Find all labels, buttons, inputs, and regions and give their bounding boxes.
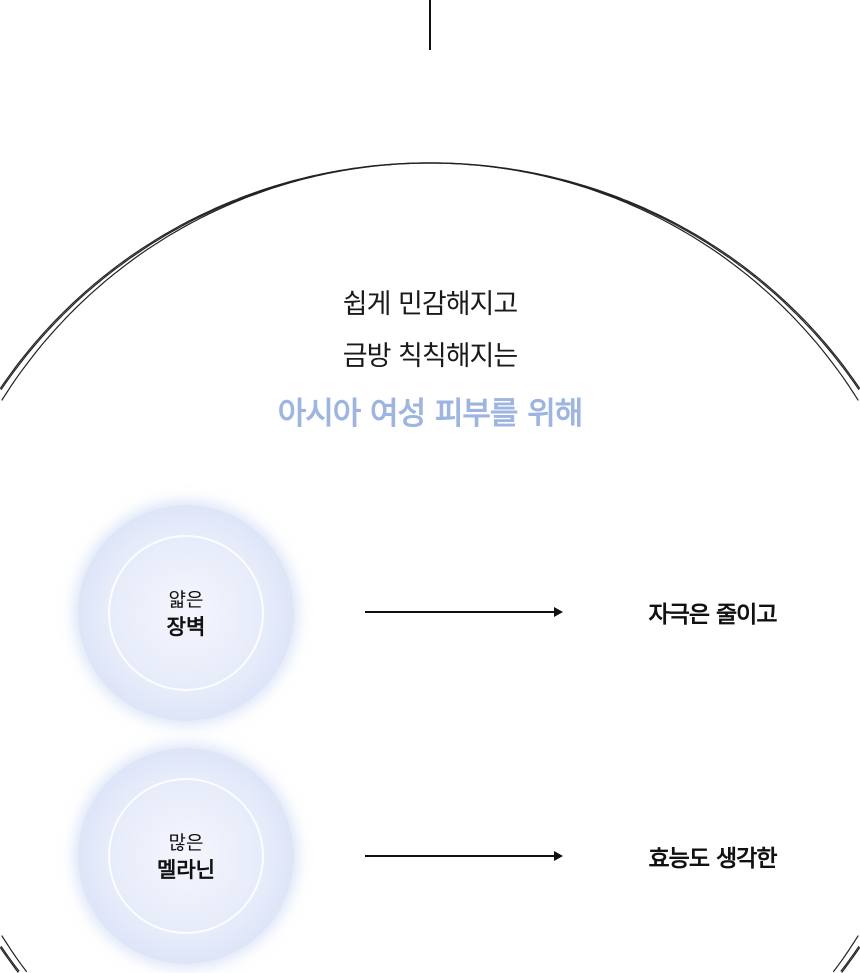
badge-label-bottom: 장벽 [166,615,206,639]
badge-thin-barrier: 얇은 장벽 [78,505,294,721]
headline-line-1: 쉽게 민감해지고 [342,289,518,320]
arrow-right-icon [365,851,563,861]
badge-inner-ring [108,535,264,691]
badge-label-top: 얇은 [168,589,204,611]
arrow-right-icon [365,607,563,617]
ring-3 [0,162,860,973]
badge-inner-ring [108,778,264,934]
result-text: 자극은 줄이고 [648,602,778,628]
result-text: 효능도 생각한 [648,846,778,872]
headline-line-2: 금방 칙칙해지는 [342,341,518,372]
badge-label-top: 많은 [168,832,204,854]
headline-accent: 아시아 여성 피부를 위해 [277,396,584,432]
top-divider-line [429,0,431,50]
badge-much-melanin: 많은 멜라닌 [78,748,294,964]
badge-label-bottom: 멜라닌 [157,858,215,882]
